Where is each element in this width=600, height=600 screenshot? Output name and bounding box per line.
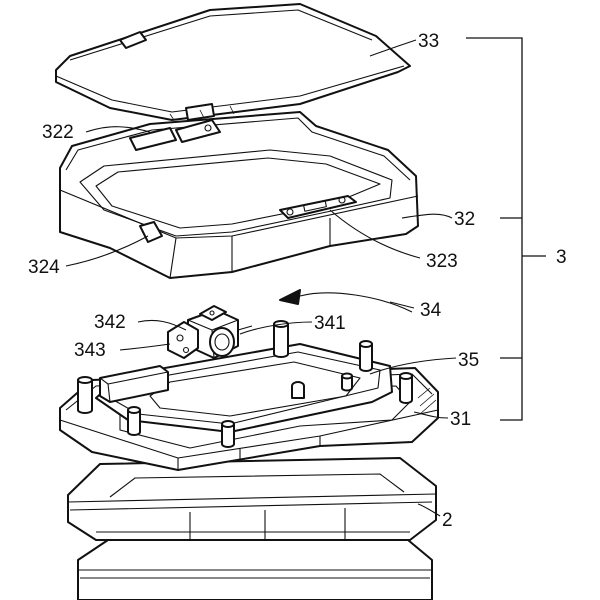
drive-module [167,305,253,359]
frame-ring [77,320,413,448]
label-assembly: 3 [556,247,567,268]
display-window [279,195,357,219]
label-display-window: 323 [426,251,458,272]
leader-hinge-tab [85,126,151,133]
lid [55,3,411,121]
leader-frame-ring [369,357,457,375]
label-lid: 33 [418,31,439,52]
assembly-bracket [466,37,546,421]
leader-base-ring [413,411,449,419]
leader-container-body [417,503,441,517]
label-base-ring: 31 [450,409,471,430]
leader-display-window [329,209,421,259]
leader-drive-module [389,301,415,309]
leader-motor-unit [137,319,187,331]
leader-lines [65,39,457,517]
label-upper-housing: 32 [454,209,475,230]
label-frame-ring: 35 [458,350,479,371]
assembly-arrow [279,289,413,313]
label-motor-gear: 341 [314,313,346,334]
leader-upper-housing [401,213,453,219]
label-motor-unit: 342 [94,312,126,333]
label-drive-module: 34 [420,300,442,321]
leader-gear-bracket [119,343,171,351]
label-side-tab: 324 [28,257,60,278]
label-gear-bracket: 343 [74,340,106,361]
leader-motor-gear [239,321,313,335]
container-body [67,457,437,600]
reference-labels: 33 322 32 324 323 3 34 342 341 343 35 31… [28,31,567,531]
leader-side-tab [65,235,149,267]
upper-housing [59,111,419,279]
label-container-body: 2 [442,510,453,531]
label-hinge-tab: 322 [42,122,74,143]
frame-posts [77,320,413,448]
leader-lid [369,39,417,57]
